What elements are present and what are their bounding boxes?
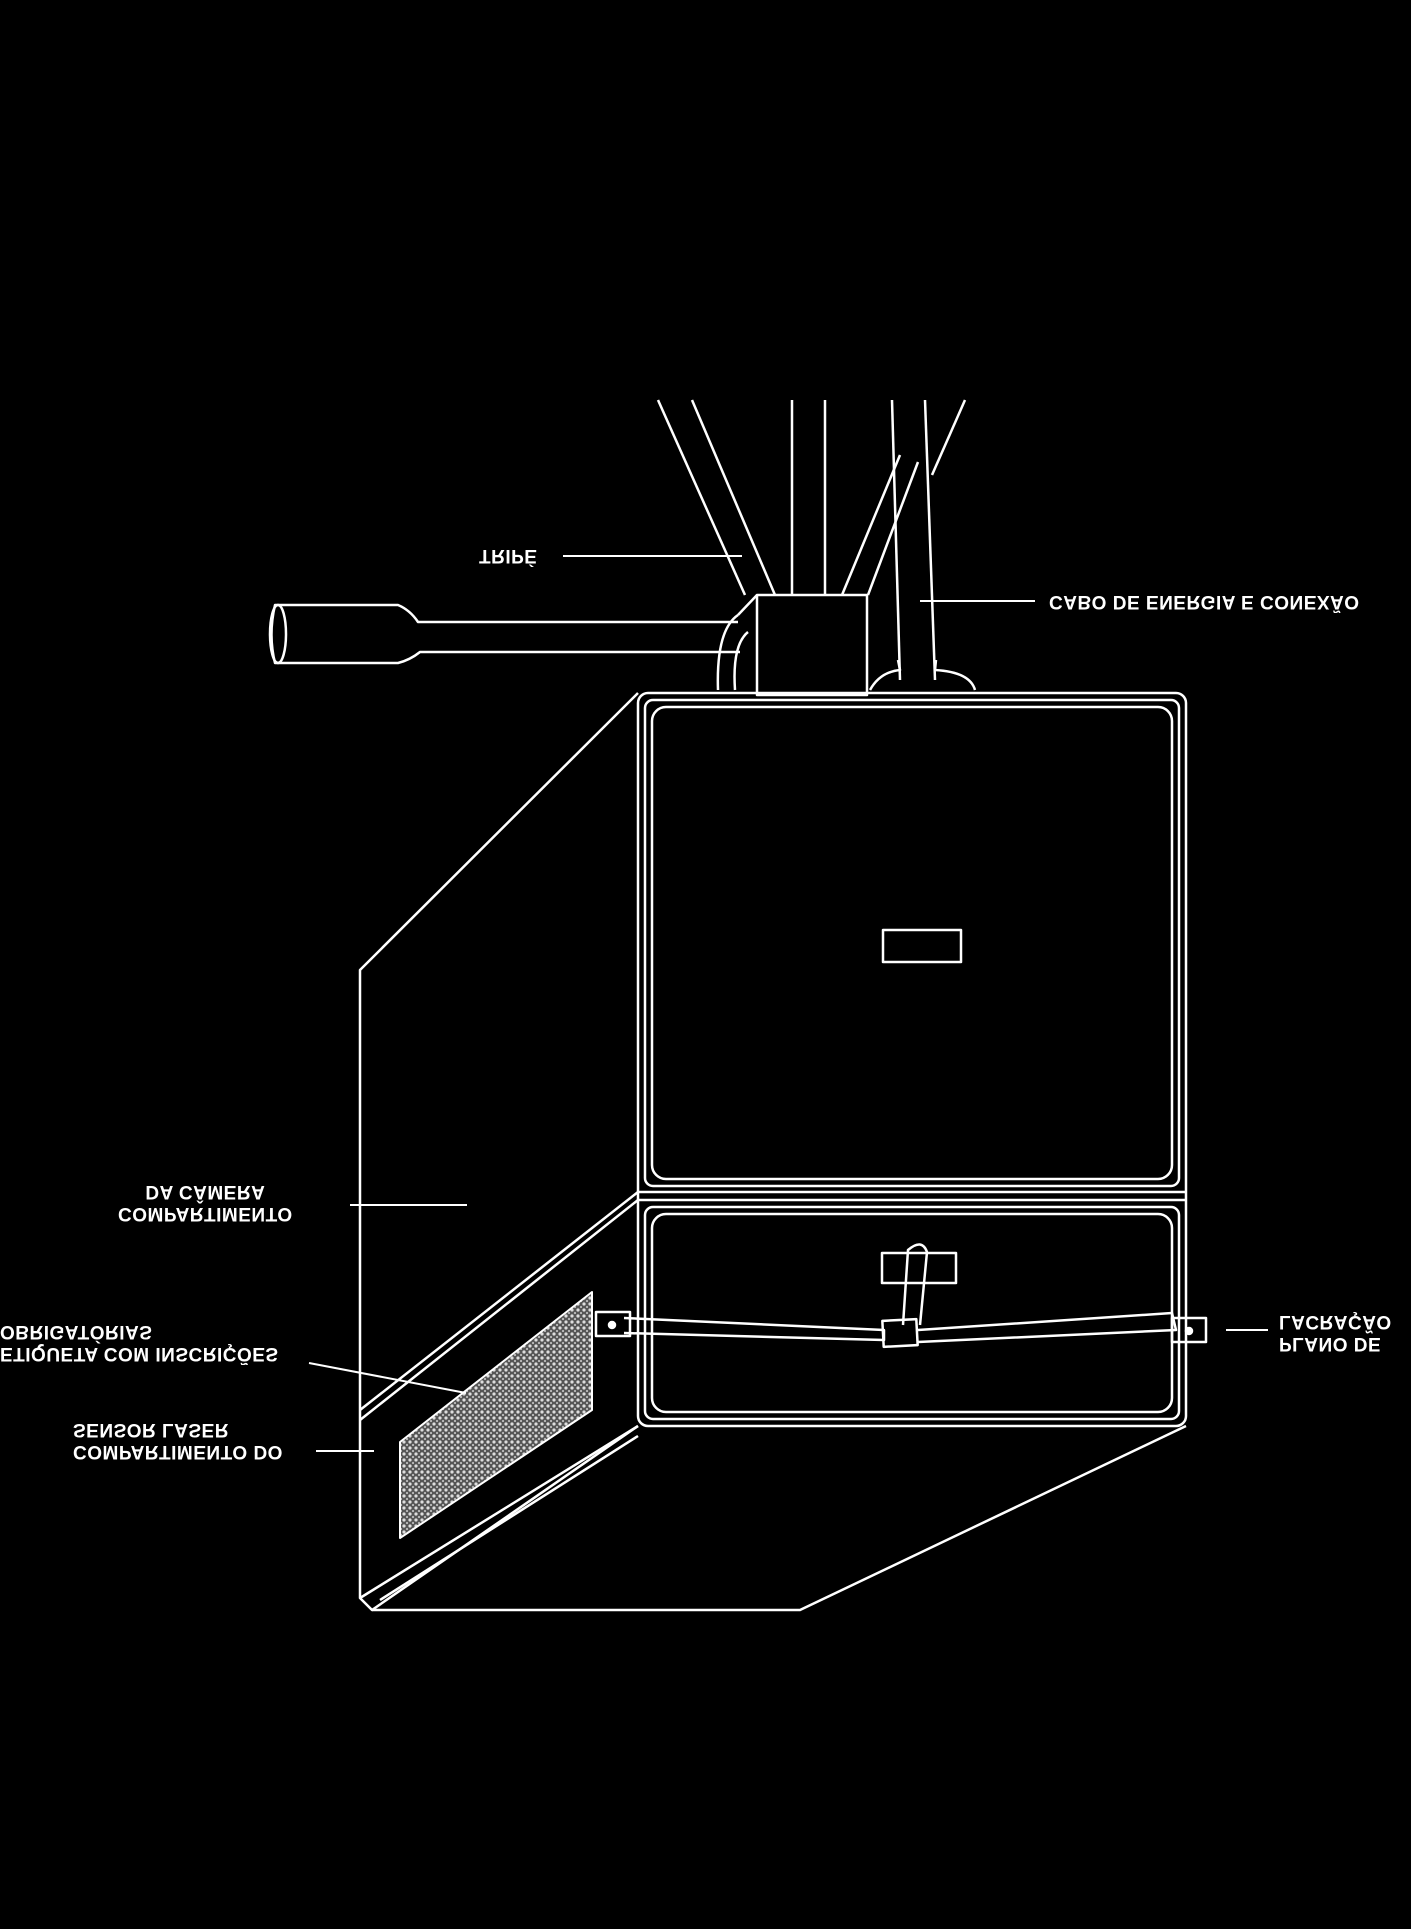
tripod — [656, 399, 967, 681]
seal-latch — [594, 1243, 1208, 1349]
label-cabo-energia: CABO DE ENERGIA E CONEXÃO — [1049, 591, 1360, 612]
label-compartimento-camera-line1: COMPARTIMENTO — [118, 1203, 293, 1224]
handle — [268, 603, 740, 665]
label-etiqueta-line2: OBRIGATÓRIAS — [0, 1321, 153, 1342]
label-plano-lacracao-line1: PLANO DE — [1279, 1333, 1382, 1354]
label-tripe: TRIPÉ — [479, 545, 538, 566]
enclosure-front — [636, 691, 1188, 1428]
label-compartimento-laser-line1: COMPARTIMENTO DO — [73, 1441, 283, 1462]
label-plano-lacracao-line2: LACRAÇÃO — [1279, 1311, 1392, 1332]
label-etiqueta-line1: ETIQUETA COM INSCRIÇÕES — [0, 1343, 279, 1364]
label-plano-lacracao: PLANO DE LACRAÇÃO — [1279, 1310, 1392, 1354]
enclosure-bottom — [372, 1424, 1187, 1612]
label-compartimento-laser: COMPARTIMENTO DO SENSOR LASER — [73, 1418, 283, 1462]
power-cable — [868, 659, 977, 691]
label-compartimento-camera-line2: DA CÂMERA — [145, 1181, 266, 1202]
laser-window — [643, 1205, 1181, 1421]
camera-window — [643, 698, 1181, 1188]
label-compartimento-camera: COMPARTIMENTO DA CÂMERA — [118, 1180, 293, 1224]
tripod-head — [716, 593, 869, 697]
label-compartimento-laser-line2: SENSOR LASER — [73, 1419, 229, 1440]
leader-lines — [308, 555, 1268, 1452]
label-etiqueta: ETIQUETA COM INSCRIÇÕES OBRIGATÓRIAS — [0, 1320, 279, 1364]
label-plate — [399, 1291, 593, 1539]
